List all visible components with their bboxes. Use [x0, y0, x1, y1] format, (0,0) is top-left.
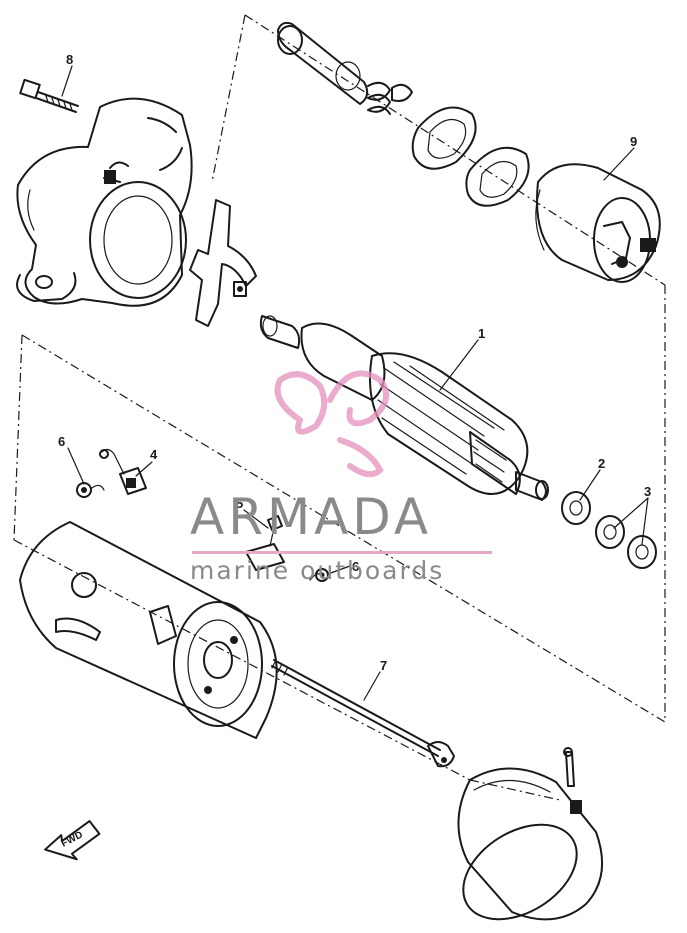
end-cover-part: [457, 747, 603, 921]
callout-label: 9: [630, 134, 637, 149]
callout-label: 1: [478, 326, 485, 341]
brush-spring-part-2: [309, 568, 329, 582]
callout-label: 6: [58, 434, 65, 449]
callout-label: 2: [598, 456, 605, 471]
exploded-view-guides: [13, 14, 666, 801]
watermark-brand: ARMADA: [190, 488, 433, 546]
solenoid-plates-part: [411, 106, 530, 207]
solenoid-part: [535, 163, 661, 283]
callout-labels: 8 1 2 3 4 5 6 6 7 9: [58, 52, 651, 673]
callout-label: 3: [644, 484, 651, 499]
watermark-underline: [192, 551, 492, 554]
brush-holder-part: [245, 515, 285, 571]
callout-label: 7: [380, 658, 387, 673]
plunger-part: [277, 21, 413, 115]
callout-label: 5: [236, 496, 243, 511]
yoke-frame-part: [19, 521, 278, 739]
drive-end-housing-part: [16, 97, 193, 307]
callout-leaders: [61, 65, 649, 701]
shift-lever-part: [189, 199, 257, 327]
watermark-logo-icon: [274, 370, 390, 478]
callout-label: 8: [66, 52, 73, 67]
brush-part: [99, 448, 147, 495]
callout-label: 6: [352, 559, 359, 574]
watermark-tagline: marine outboards: [190, 556, 445, 585]
through-bolt-part: [271, 659, 455, 768]
bolt-part: [19, 78, 79, 113]
callout-label: 4: [150, 447, 158, 462]
thrust-washers-part: [595, 515, 657, 569]
washer-part: [561, 491, 591, 525]
armature-part: [259, 315, 549, 501]
fwd-arrow-icon: FWD: [44, 820, 101, 861]
brush-spring-part: [76, 482, 105, 498]
